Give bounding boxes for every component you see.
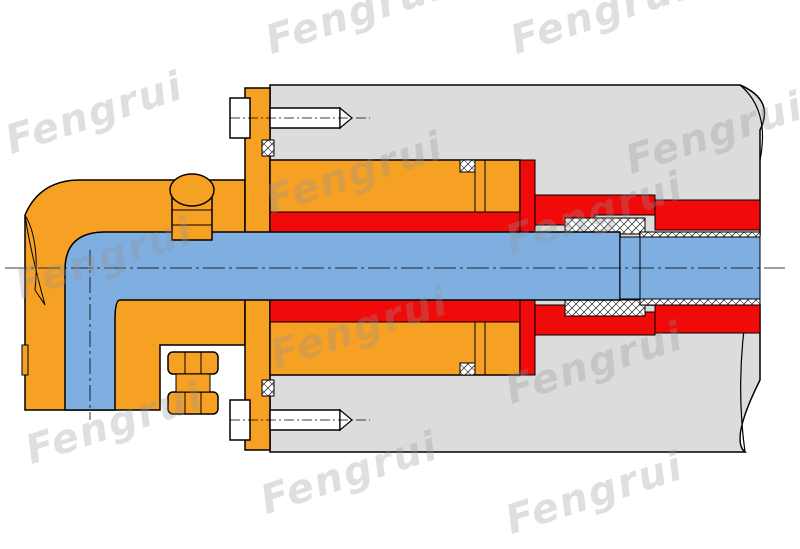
lock-nut: [167, 351, 219, 415]
drain-plug: [169, 173, 215, 241]
flange-bolt: [229, 97, 370, 441]
o-ring-seals: [261, 139, 476, 397]
center-line: [5, 250, 785, 420]
journal-liner: [654, 199, 761, 334]
